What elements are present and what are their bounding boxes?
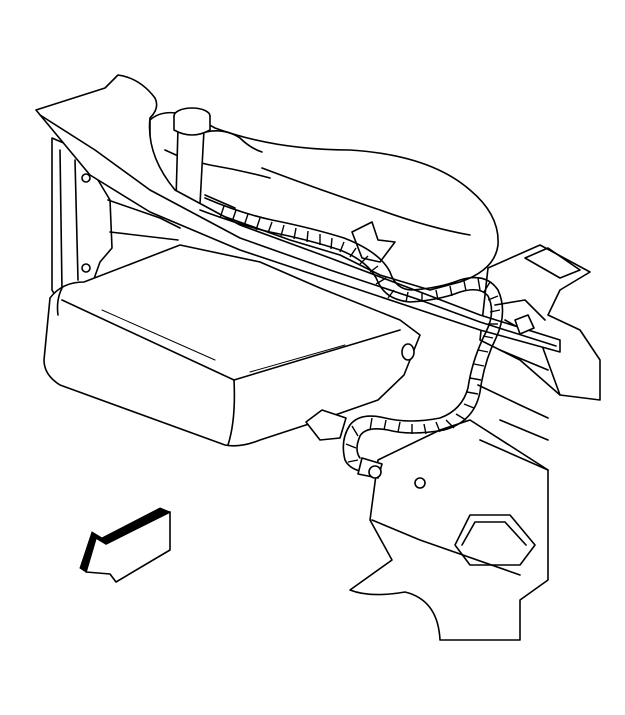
washer-reservoir <box>149 111 499 291</box>
conduit-ribs <box>219 205 501 463</box>
wiring-harness-conduit <box>199 197 504 479</box>
direction-arrow <box>79 507 172 583</box>
body-panel <box>349 384 549 641</box>
cowl-panel <box>35 74 561 353</box>
harness-clip <box>305 221 535 441</box>
module-housing <box>43 244 421 447</box>
